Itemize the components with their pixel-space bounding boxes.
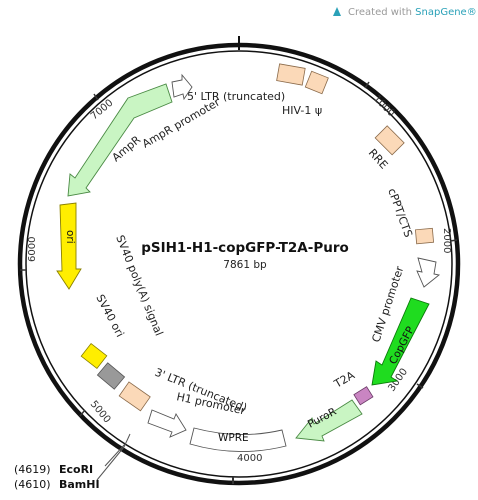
feature-rre-label: RRE bbox=[366, 146, 391, 171]
tick-label: 5000 bbox=[88, 399, 113, 426]
site-coord: (4610) bbox=[14, 478, 51, 491]
site-ecori[interactable]: (4619) EcoRI bbox=[14, 463, 93, 476]
site-leader bbox=[123, 433, 131, 448]
site-leader bbox=[104, 443, 126, 467]
feature-cppt-box bbox=[414, 227, 435, 245]
feature-ampr-promoter[interactable]: AmpR promoter bbox=[140, 73, 223, 151]
tick-mark bbox=[364, 81, 370, 89]
feature-ori-arrow bbox=[56, 202, 82, 290]
feature-t2a[interactable]: T2A bbox=[331, 368, 374, 406]
feature-3ltr[interactable]: 3' LTR (truncated) bbox=[118, 366, 249, 415]
feature-puror[interactable]: PuroR bbox=[295, 399, 363, 442]
feature-hiv-psi-label: HIV-1 ψ bbox=[282, 104, 322, 117]
backbone-inner bbox=[25, 50, 453, 478]
feature-h1-arrow bbox=[147, 409, 187, 438]
feature-5ltr-box bbox=[276, 63, 306, 86]
feature-3ltr-box bbox=[118, 381, 151, 412]
feature-sv40-ori[interactable]: SV40 ori bbox=[93, 292, 127, 390]
snapgene-logo-icon bbox=[333, 7, 341, 16]
feature-cppt[interactable]: cPPT/CTS bbox=[385, 187, 435, 245]
site-name: BamHI bbox=[59, 478, 100, 491]
feature-copgfp-arrow bbox=[371, 297, 430, 386]
feature-ampr-promoter-arrow bbox=[171, 73, 193, 101]
feature-wpre-box bbox=[189, 427, 287, 452]
plasmid-name: pSIH1-H1-copGFP-T2A-Puro bbox=[141, 240, 349, 256]
site-name: EcoRI bbox=[59, 463, 93, 476]
feature-t2a-label: T2A bbox=[331, 368, 357, 391]
tick-label: 1000 bbox=[371, 93, 397, 119]
feature-cppt-label: cPPT/CTS bbox=[385, 187, 415, 240]
feature-cmv-arrow bbox=[416, 257, 441, 288]
tick-mark bbox=[79, 409, 86, 417]
feature-sv40-pa-box bbox=[80, 342, 108, 370]
snapgene-credit: Created with SnapGene® bbox=[333, 7, 477, 18]
feature-hiv-psi[interactable]: HIV-1 ψ bbox=[282, 70, 329, 117]
credit-text: Created with SnapGene® bbox=[348, 7, 477, 18]
feature-ampr-arrow bbox=[67, 83, 173, 197]
feature-hiv-psi-box bbox=[304, 70, 329, 95]
feature-rre-box bbox=[374, 125, 405, 156]
tick-mark bbox=[93, 93, 99, 101]
site-leader bbox=[96, 446, 125, 481]
feature-t2a-box bbox=[353, 386, 374, 406]
feature-ori[interactable]: ori bbox=[56, 202, 82, 290]
feature-sv40-ori-box bbox=[96, 362, 126, 390]
tick-label: 2000 bbox=[441, 228, 452, 253]
feature-5ltr-label: 5' LTR (truncated) bbox=[187, 90, 285, 103]
tick-label: 6000 bbox=[27, 237, 38, 262]
restriction-sites: (4619) EcoRI (4610) BamHI bbox=[14, 433, 131, 491]
site-coord: (4619) bbox=[14, 463, 51, 476]
feature-wpre[interactable]: WPRE bbox=[189, 427, 287, 452]
site-bamhi[interactable]: (4610) BamHI bbox=[14, 478, 100, 491]
feature-5ltr[interactable]: 5' LTR (truncated) bbox=[187, 63, 306, 103]
tick-mark bbox=[416, 383, 424, 389]
plasmid-size: 7861 bp bbox=[223, 259, 267, 271]
tick-mark bbox=[449, 239, 458, 242]
feature-ori-label: ori bbox=[64, 230, 76, 244]
feature-sv40-ori-label: SV40 ori bbox=[93, 292, 126, 339]
feature-rre[interactable]: RRE bbox=[366, 125, 405, 172]
tick-label: 4000 bbox=[237, 453, 262, 464]
feature-wpre-label: WPRE bbox=[218, 432, 249, 444]
feature-puror-arrow bbox=[295, 399, 363, 442]
